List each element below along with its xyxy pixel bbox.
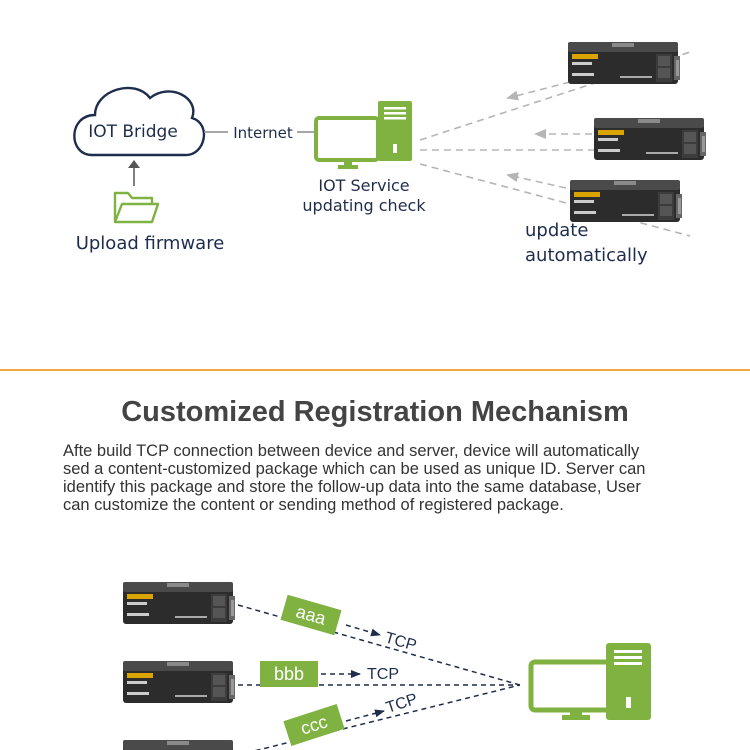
packet-arrow-3: [345, 709, 385, 722]
connection-line-3: [255, 684, 521, 750]
protocol-label: TCP: [384, 691, 420, 717]
update-label-line1: update: [525, 220, 588, 241]
description-line: can customize the content or sending met…: [63, 496, 564, 514]
update-arrow-1: [506, 81, 571, 101]
section-title: Customized Registration Mechanism: [121, 396, 629, 428]
update-line-3: [419, 163, 691, 237]
upload-firmware-label: Upload firmware: [76, 233, 225, 254]
computer-icon: [314, 101, 412, 169]
description-line: Afte build TCP connection between device…: [63, 442, 640, 460]
device-icon: [123, 661, 235, 703]
packet-arrow-1: [345, 624, 381, 637]
device-icon: [123, 582, 235, 624]
update-label-line2: automatically: [525, 245, 648, 266]
protocol-label: TCP: [367, 666, 399, 683]
computer-icon: [528, 643, 651, 720]
cloud-icon: [73, 86, 206, 157]
packet-tag-2: bbb: [260, 661, 318, 687]
section-description: Afte build TCP connection between device…: [63, 442, 703, 514]
folder-icon: [113, 191, 160, 224]
description-line: sed a content-customized package which c…: [63, 460, 646, 478]
protocol-label: TCP: [383, 630, 418, 655]
device-icon: [570, 180, 682, 222]
service-label-line2: updating check: [302, 196, 426, 215]
packet-tag-1: aaa: [280, 594, 342, 636]
packet-tag-text: bbb: [274, 664, 304, 684]
service-label-line1: IOT Service: [318, 176, 409, 195]
description-line: identify this package and store the foll…: [63, 478, 641, 496]
device-icon: [594, 118, 706, 160]
upload-arrow-head: [128, 160, 140, 168]
update-arrow-3: [506, 172, 567, 189]
device-icon: [568, 42, 680, 84]
cloud-label: IOT Bridge: [88, 122, 178, 142]
device-icon: [123, 740, 235, 750]
packet-tag-3: ccc: [283, 703, 345, 747]
internet-label: Internet: [233, 124, 293, 142]
